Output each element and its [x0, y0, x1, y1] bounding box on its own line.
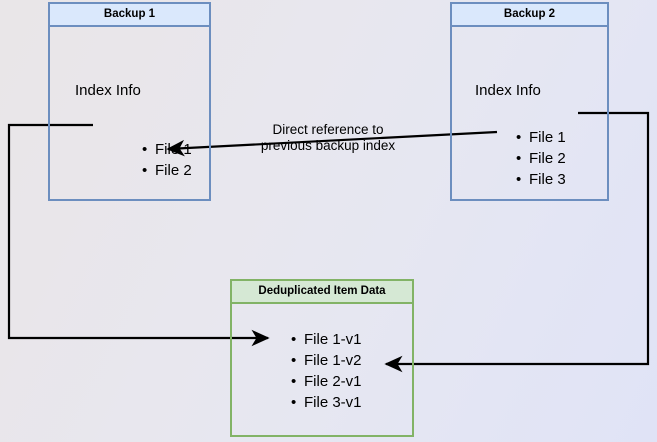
- list-item: File 1: [142, 139, 192, 160]
- edge-label-line-2: previous backup index: [260, 138, 396, 153]
- list-item: File 2-v1: [291, 371, 361, 392]
- list-item: File 2: [142, 160, 192, 181]
- node-backup-2[interactable]: Backup 2 Index Info File 1 File 2 File 3: [450, 2, 609, 201]
- node-backup-1-header: Backup 1: [50, 4, 209, 27]
- backup-1-file-list: File 1 File 2: [138, 139, 192, 181]
- list-item: File 1-v2: [291, 350, 361, 371]
- node-deduplicated-item-data[interactable]: Deduplicated Item Data File 1-v1 File 1-…: [230, 279, 414, 437]
- node-backup-1-body: Index Info File 1 File 2: [50, 27, 209, 199]
- node-backup-1[interactable]: Backup 1 Index Info File 1 File 2: [48, 2, 211, 201]
- edge-label-line-1: Direct reference to: [272, 122, 384, 137]
- node-deduplicated-item-data-body: File 1-v1 File 1-v2 File 2-v1 File 3-v1: [232, 304, 412, 435]
- list-item: File 3-v1: [291, 392, 361, 413]
- edge-label-direct-reference: Direct reference to previous backup inde…: [248, 122, 408, 154]
- node-backup-2-body: Index Info File 1 File 2 File 3: [452, 27, 607, 199]
- list-item: File 2: [516, 148, 566, 169]
- dedup-file-list: File 1-v1 File 1-v2 File 2-v1 File 3-v1: [287, 329, 361, 413]
- backup-2-index-info-label: Index Info: [475, 82, 541, 99]
- backup-2-file-list: File 1 File 2 File 3: [512, 127, 566, 190]
- backup-1-index-info-label: Index Info: [75, 82, 141, 99]
- node-backup-2-header: Backup 2: [452, 4, 607, 27]
- list-item: File 1-v1: [291, 329, 361, 350]
- list-item: File 3: [516, 169, 566, 190]
- list-item: File 1: [516, 127, 566, 148]
- node-deduplicated-item-data-header: Deduplicated Item Data: [232, 281, 412, 304]
